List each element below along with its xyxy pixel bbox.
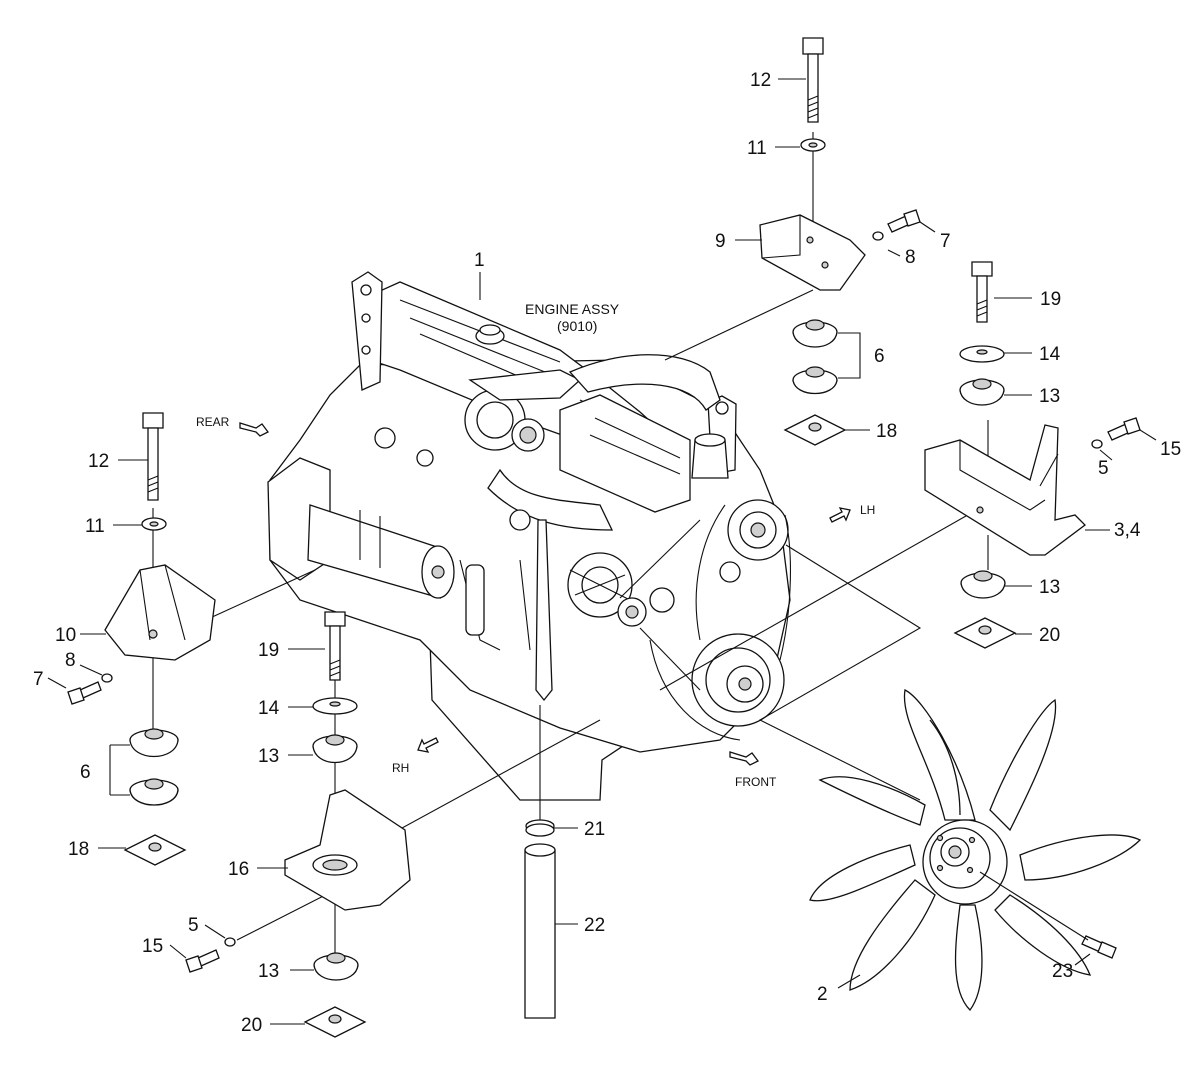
callout-14-right: 14 [1039, 344, 1061, 365]
callout-23: 23 [1052, 961, 1073, 982]
callout-11-top: 11 [747, 138, 767, 159]
cooling-fan [809, 689, 1142, 1011]
callout-19-front: 19 [258, 640, 279, 661]
callout-16: 16 [228, 859, 249, 880]
callout-leaders [47, 78, 1157, 1025]
callout-9: 9 [715, 231, 726, 252]
callout-18-left: 18 [68, 839, 89, 860]
callout-12-left: 12 [88, 451, 109, 472]
callout-13-front-a: 13 [258, 746, 279, 767]
title-line-1: ENGINE ASSY [525, 301, 620, 317]
callout-13-right-b: 13 [1039, 577, 1060, 598]
callout-18-top: 18 [876, 421, 897, 442]
callout-20-front: 20 [241, 1015, 262, 1036]
callout-13-front-b: 13 [258, 961, 279, 982]
callout-5-left: 5 [188, 915, 199, 936]
engine-assembly [267, 271, 792, 801]
callout-14-front: 14 [258, 698, 280, 719]
callout-2: 2 [817, 984, 828, 1005]
callout-5-right: 5 [1098, 458, 1109, 479]
mount-parts-left [67, 412, 216, 866]
title-line-2: (9010) [557, 318, 597, 334]
mount-parts-right [924, 261, 1141, 649]
mount-parts-front [185, 611, 411, 1038]
direction-arrows [239, 422, 851, 766]
callout-20-right: 20 [1039, 625, 1060, 646]
mount-parts-top [759, 37, 921, 446]
callout-6-top: 6 [874, 346, 885, 367]
callout-11-left: 11 [85, 516, 105, 537]
callout-3-4: 3,4 [1114, 520, 1141, 541]
direction-labels: REAR FRONT LH RH [196, 415, 875, 789]
direction-label-rh: RH [392, 761, 409, 775]
callout-8-top: 8 [905, 247, 916, 268]
direction-label-lh: LH [860, 503, 875, 517]
title-block: ENGINE ASSY (9010) [525, 301, 620, 334]
callout-8-left: 8 [65, 650, 76, 671]
callout-22: 22 [584, 915, 605, 936]
hose-parts [524, 819, 556, 1019]
callout-15-right: 15 [1160, 439, 1181, 460]
callout-13-right-a: 13 [1039, 386, 1060, 407]
direction-label-front: FRONT [735, 775, 777, 789]
callout-7-left: 7 [33, 669, 44, 690]
callout-1: 1 [474, 250, 485, 271]
callout-10: 10 [55, 625, 76, 646]
callout-7-top: 7 [940, 231, 951, 252]
callout-6-left: 6 [80, 762, 91, 783]
callout-15-left: 15 [142, 936, 163, 957]
callout-19-right: 19 [1040, 289, 1061, 310]
callout-12-top: 12 [750, 70, 771, 91]
callout-21: 21 [584, 819, 605, 840]
direction-label-rear: REAR [196, 415, 230, 429]
callout-labels: 1 2 3,4 5 5 6 6 7 7 8 8 9 10 11 11 12 12… [33, 70, 1181, 1036]
